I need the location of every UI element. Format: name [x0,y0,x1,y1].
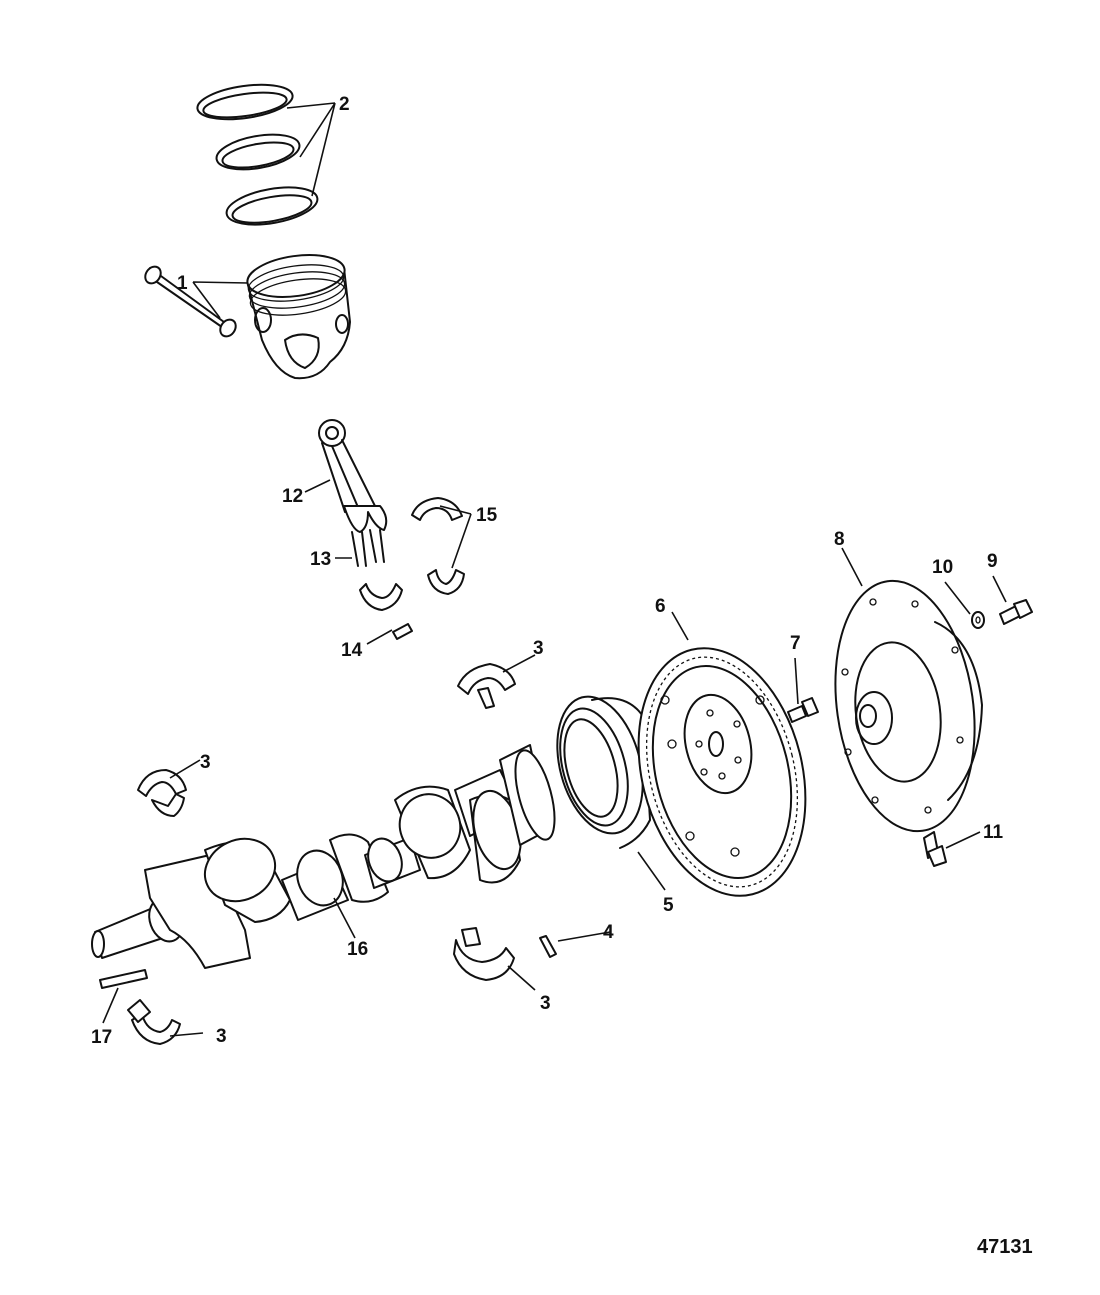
pilot-pin [539,935,557,958]
crankshaft [91,744,556,969]
rod-bearing-lower [427,569,465,595]
callout-3: 3 [216,1026,227,1047]
callout-6: 6 [655,596,666,617]
callout-15: 15 [476,505,498,526]
callout-9: 9 [987,551,998,572]
callout-4: 4 [603,922,614,943]
callout-1: 1 [177,273,188,294]
flywheel-bolt [787,697,819,723]
leader-lines [102,102,1007,1037]
washer [971,611,985,629]
callout-14: 14 [341,640,363,661]
callout-5: 5 [663,895,674,916]
callout-11: 11 [983,822,1004,843]
callout-17: 17 [91,1027,112,1048]
piston [246,254,351,380]
callout-7: 7 [790,633,801,654]
connecting-rod [318,419,388,533]
rod-bearing-upper [411,497,463,521]
callout-3: 3 [540,993,551,1014]
main-bearing-lower-center [453,927,515,981]
damper-bolt [999,599,1033,625]
piston-pin [144,265,237,338]
rod-bolts [351,529,385,567]
callout-3: 3 [533,638,544,659]
callout-16: 16 [347,939,368,960]
flywheel [637,647,807,897]
callout-3: 3 [200,752,211,773]
figure-id: 47131 [977,1236,1033,1258]
callout-2: 2 [339,94,350,115]
crank-pin-key [99,969,148,989]
main-bearing-upper-center [457,663,516,709]
main-bearing-upper-left [137,769,187,817]
dowel-pin [392,623,413,640]
callout-8: 8 [834,529,845,550]
rod-cap [359,583,403,611]
callout-12: 12 [282,486,303,507]
callout-labels: 1 2 3 3 3 3 4 5 6 7 8 9 10 11 12 13 14 1… [91,94,1004,1048]
main-bearing-lower-left [127,999,181,1045]
callout-10: 10 [932,557,953,578]
piston-rings [196,83,319,226]
damper-plate [834,579,983,833]
fitting [923,831,947,867]
callout-13: 13 [310,549,331,570]
